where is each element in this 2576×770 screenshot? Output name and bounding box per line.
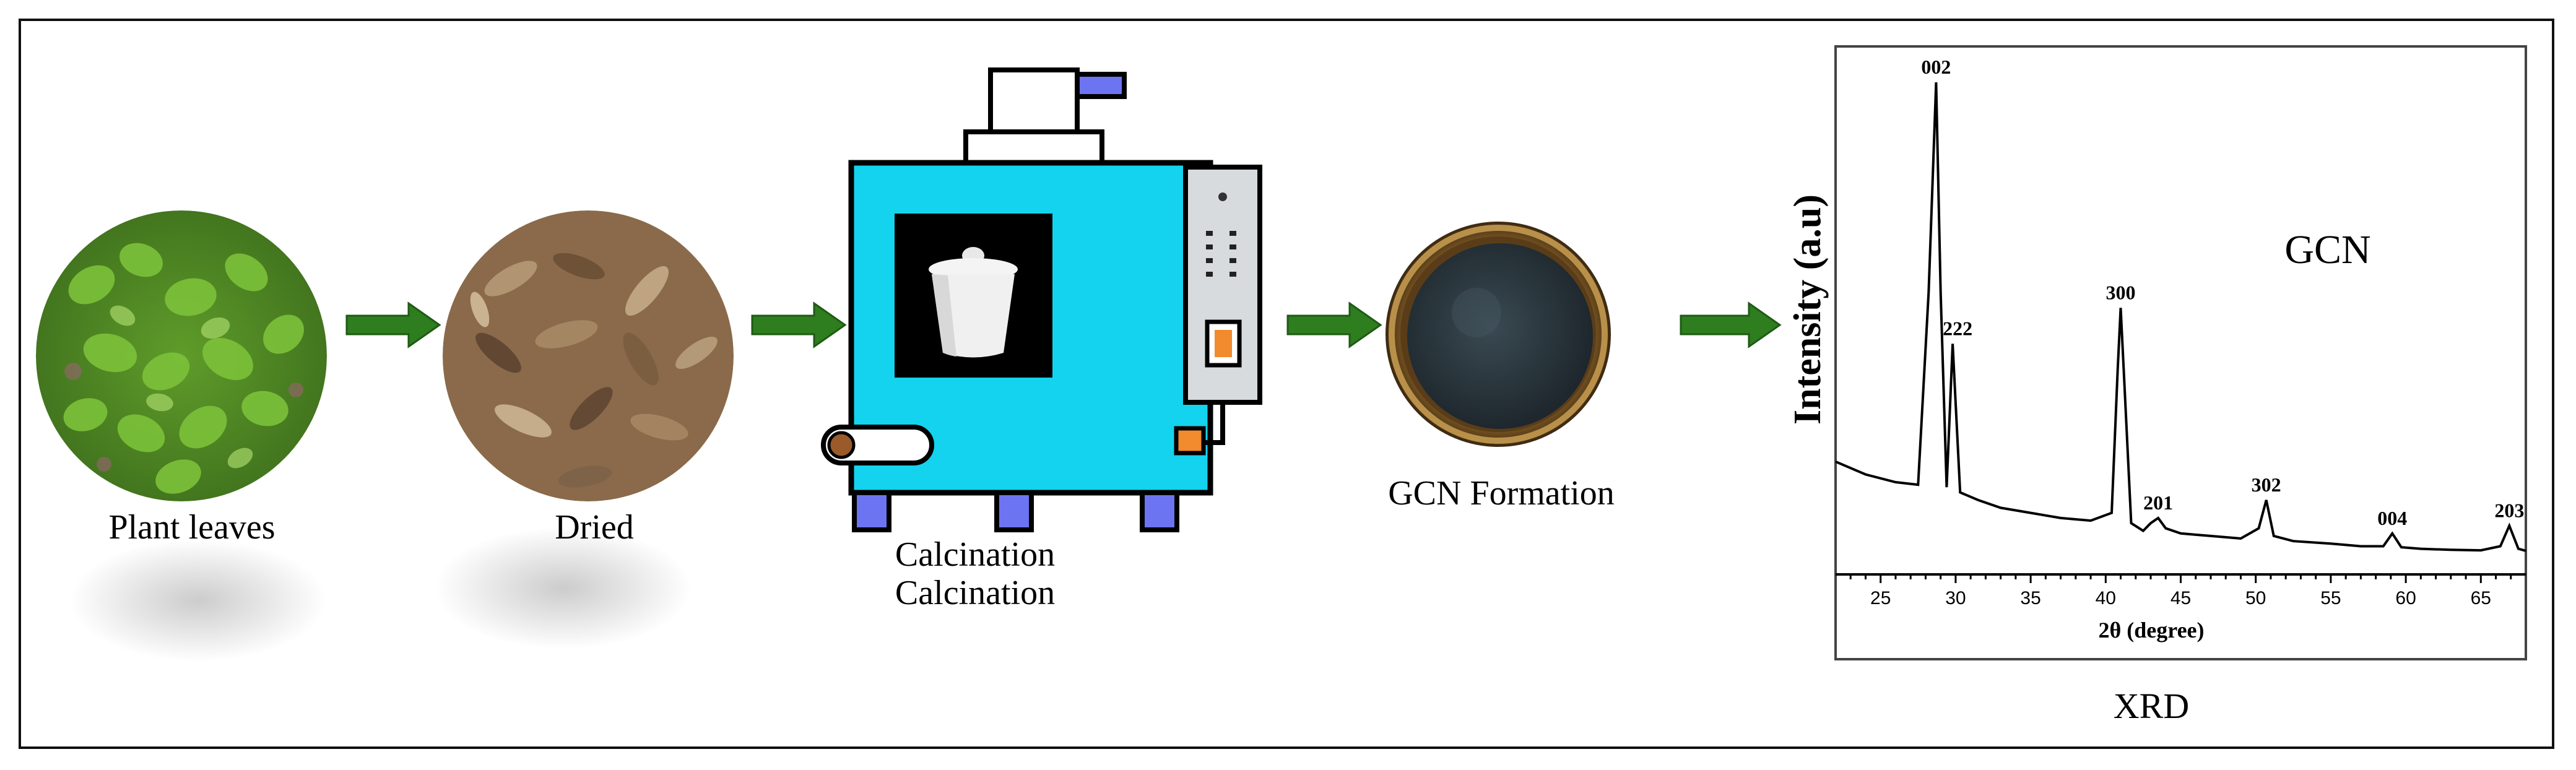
peak-label: 201 <box>2143 491 2173 514</box>
xrd-series-line <box>1835 82 2526 552</box>
x-tick-label: 50 <box>2245 588 2266 608</box>
plant-leaves-label: Plant leaves <box>108 508 275 547</box>
y-axis-label: Intensity (a.u) <box>1787 194 1829 425</box>
arrow-icon <box>751 301 847 348</box>
arrow-icon <box>1286 301 1382 348</box>
calcination-label: Calcination Calcination <box>845 535 1105 612</box>
peak-label: 222 <box>1943 317 1972 339</box>
arrow-icon <box>345 301 441 348</box>
gcn-formation-label: GCN Formation <box>1388 474 1615 513</box>
crucible-photo <box>895 214 1052 378</box>
dried-leaves-photo <box>443 210 734 501</box>
x-tick-label: 65 <box>2471 588 2491 608</box>
x-tick-label: 45 <box>2171 588 2191 608</box>
x-tick-label: 55 <box>2320 588 2341 608</box>
peak-label: 002 <box>1921 56 1951 78</box>
x-axis-label: 2θ (degree) <box>2098 618 2204 642</box>
xrd-chart: 25 30 35 40 45 50 55 60 65 002 222 300 201 302 004 203… <box>1787 45 2527 726</box>
arrow-icon <box>1680 301 1782 348</box>
x-tick-label: 60 <box>2395 588 2416 608</box>
peak-label: 302 <box>2252 474 2281 496</box>
xrd-label: XRD <box>2114 686 2189 726</box>
calcination-label-line-2: Calcination <box>895 574 1056 612</box>
x-tick-label: 40 <box>2096 588 2116 608</box>
x-tick-label: 25 <box>1870 588 1891 608</box>
chart-outer-box <box>1834 45 2527 660</box>
dried-label: Dried <box>555 508 634 547</box>
x-tick-label: 35 <box>2020 588 2040 608</box>
leaves-shadow <box>68 539 328 662</box>
peak-label: 004 <box>2377 507 2407 529</box>
calcination-label-line-1: Calcination <box>895 535 1056 574</box>
peak-label: 203 <box>2494 499 2524 521</box>
gcn-annotation: GCN <box>2284 227 2370 272</box>
gcn-powder-photo <box>1386 222 1611 447</box>
peak-label: 300 <box>2106 281 2136 303</box>
plant-leaves-photo <box>36 210 327 501</box>
x-tick-label: 30 <box>1945 588 1966 608</box>
dried-shadow <box>433 526 693 650</box>
